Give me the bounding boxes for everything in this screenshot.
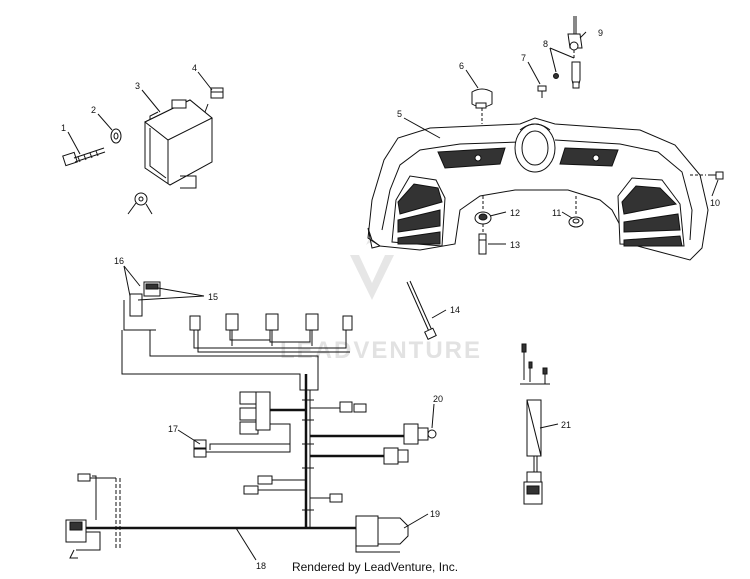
bolt-part xyxy=(62,147,106,167)
callout-19: 19 xyxy=(430,509,440,519)
callout-labels: 1 2 3 4 5 6 7 8 9 10 11 12 13 14 15 16 1… xyxy=(61,28,720,571)
callout-8: 8 xyxy=(543,39,548,49)
callout-18: 18 xyxy=(256,561,266,571)
callout-7: 7 xyxy=(521,53,526,63)
callout-12: 12 xyxy=(510,208,520,218)
nut-part xyxy=(210,87,224,99)
watermark-text: LEADVENTURE xyxy=(280,337,482,364)
switch-nut-part xyxy=(474,196,492,225)
pin-part xyxy=(478,224,487,255)
callout-3: 3 xyxy=(135,81,140,91)
callout-1: 1 xyxy=(61,123,66,133)
grommet-part xyxy=(568,196,584,228)
callout-10: 10 xyxy=(710,198,720,208)
side-screw-part xyxy=(690,171,724,180)
callout-14: 14 xyxy=(450,305,460,315)
callout-16: 16 xyxy=(114,256,124,266)
light-part xyxy=(471,88,493,124)
callout-9: 9 xyxy=(598,28,603,38)
callout-17: 17 xyxy=(168,424,178,434)
callout-20: 20 xyxy=(433,394,443,404)
washer-part xyxy=(110,128,122,144)
footer-credit: Rendered by LeadVenture, Inc. xyxy=(291,560,459,574)
wire-lead-part xyxy=(520,343,550,505)
socket-part xyxy=(567,16,583,60)
screw-part xyxy=(537,85,547,98)
callout-2: 2 xyxy=(91,105,96,115)
dash-pod-assembly xyxy=(367,16,724,261)
dash-pod-part xyxy=(367,117,709,261)
wire-harness-part xyxy=(65,281,437,559)
module-assembly xyxy=(62,87,224,215)
callout-11: 11 xyxy=(552,208,561,218)
leader-lines xyxy=(67,31,719,561)
callout-6: 6 xyxy=(459,61,464,71)
callout-13: 13 xyxy=(510,240,520,250)
cable-tie-part xyxy=(406,280,437,340)
callout-15: 15 xyxy=(208,292,218,302)
callout-5: 5 xyxy=(397,109,402,119)
bulb-part xyxy=(553,61,581,89)
callout-21: 21 xyxy=(561,420,571,430)
ring-terminal-part xyxy=(127,192,153,215)
callout-4: 4 xyxy=(192,63,197,73)
watermark: LEADVENTURE xyxy=(280,237,482,364)
cdi-module-part xyxy=(144,99,213,189)
